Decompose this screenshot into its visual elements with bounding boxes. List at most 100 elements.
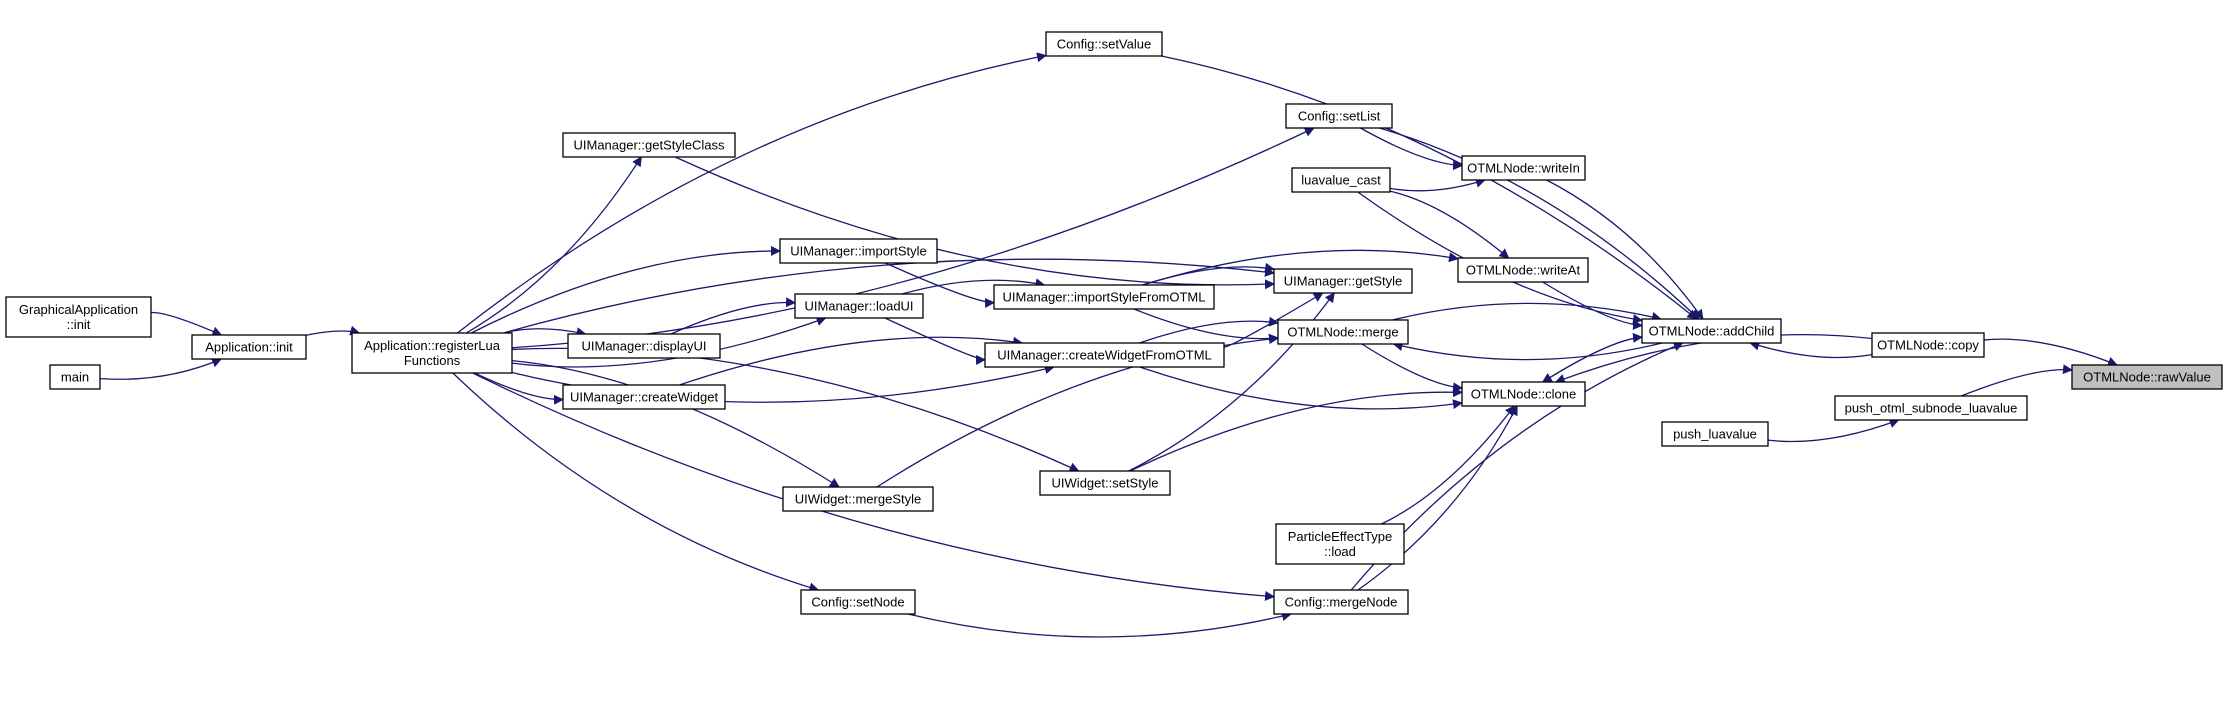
node-label: Functions	[404, 353, 461, 368]
node-label: UIWidget::mergeStyle	[795, 492, 921, 507]
node-box	[1273, 268, 1413, 294]
edge-register_lua-to-config_set_value	[457, 52, 1047, 334]
node-label: OTMLNode::copy	[1877, 338, 1979, 353]
edge-app_init-to-register_lua	[305, 325, 361, 336]
node-ui-import-style-from-otml[interactable]: UIManager::importStyleFromOTML	[993, 284, 1215, 310]
edge-otml_write_in-to-otml_add_child	[1546, 179, 1704, 320]
edge-register_lua-to-ui_get_style_class	[465, 156, 642, 334]
node-label: UIWidget::setStyle	[1052, 476, 1159, 491]
node-label: OTMLNode::writeIn	[1467, 161, 1580, 176]
node-box	[1641, 318, 1782, 344]
node-ui-get-style-class[interactable]: UIManager::getStyleClass	[562, 132, 736, 158]
node-config-set-list[interactable]: Config::setList	[1285, 103, 1393, 129]
node-box	[984, 342, 1225, 368]
edge-otml_write_at-to-otml_add_child	[1542, 281, 1643, 330]
node-uiw-merge-style[interactable]: UIWidget::mergeStyle	[782, 486, 934, 512]
node-box	[1045, 31, 1163, 57]
node-ui-get-style[interactable]: UIManager::getStyle	[1273, 268, 1413, 294]
node-label: push_luavalue	[1673, 427, 1757, 442]
edge-config_set_node-to-config_merge_node	[907, 611, 1292, 638]
node-label: ParticleEffectType	[1288, 529, 1393, 544]
node-ui-display-ui[interactable]: UIManager::displayUI	[567, 333, 721, 359]
node-config-set-node[interactable]: Config::setNode	[800, 589, 916, 615]
node-box	[1457, 257, 1589, 283]
node-ui-load-ui[interactable]: UIManager::loadUI	[794, 293, 924, 319]
edge-register_lua-to-ui_get_style	[503, 258, 1275, 334]
edge-register_lua-to-config_set_node	[452, 372, 820, 593]
edge-otml_copy-to-otml_add_child	[1749, 340, 1873, 359]
node-label: push_otml_subnode_luavalue	[1845, 401, 2018, 416]
node-config-set-value[interactable]: Config::setValue	[1045, 31, 1163, 57]
node-box	[794, 293, 924, 319]
node-label: Config::mergeNode	[1285, 595, 1398, 610]
node-push-luavalue[interactable]: push_luavalue	[1661, 421, 1769, 447]
node-label: UIManager::displayUI	[582, 339, 707, 354]
node-particle-load[interactable]: ParticleEffectType::load	[1275, 523, 1405, 565]
node-label: OTMLNode::clone	[1471, 387, 1577, 402]
node-label: UIManager::getStyleClass	[573, 138, 725, 153]
node-box	[49, 364, 101, 390]
node-otml-clone[interactable]: OTMLNode::clone	[1461, 381, 1586, 407]
node-otml-write-at[interactable]: OTMLNode::writeAt	[1457, 257, 1589, 283]
node-box	[2071, 364, 2223, 390]
node-label: UIManager::loadUI	[804, 299, 913, 314]
edge-ui_create_widget_from_otml-to-otml_clone	[1139, 366, 1463, 410]
node-luavalue-cast[interactable]: luavalue_cast	[1291, 167, 1391, 193]
edge-push_luavalue-to-push_otml_subnode	[1767, 418, 1900, 443]
node-label: UIManager::createWidgetFromOTML	[997, 348, 1212, 363]
edge-ui_import_style_from_otml-to-otml_write_at	[1142, 249, 1459, 286]
node-label: ::init	[67, 317, 91, 332]
edge-register_lua-to-ui_create_widget	[474, 372, 564, 405]
edge-ui_get_style_class-to-ui_get_style	[674, 156, 1275, 290]
node-ui-create-widget-from-otml[interactable]: UIManager::createWidgetFromOTML	[984, 342, 1225, 368]
edge-luavalue_cast-to-otml_add_child	[1357, 191, 1643, 324]
node-config-merge-node[interactable]: Config::mergeNode	[1273, 589, 1409, 615]
edge-config_set_list-to-otml_add_child	[1379, 127, 1700, 320]
node-main[interactable]: main	[49, 364, 101, 390]
edge-register_lua-to-ui_import_style	[471, 245, 781, 334]
node-otml-copy[interactable]: OTMLNode::copy	[1871, 332, 1985, 358]
edge-ui_import_style_from_otml-to-otml_merge	[1133, 308, 1279, 344]
node-ui-import-style[interactable]: UIManager::importStyle	[779, 238, 938, 264]
node-push-otml-subnode[interactable]: push_otml_subnode_luavalue	[1834, 395, 2028, 421]
edge-otml_merge-to-otml_clone	[1361, 343, 1463, 393]
edge-ui_create_widget-to-ui_create_widget_from_otml	[679, 336, 1024, 386]
edge-ui_load_ui-to-ui_import_style_from_otml	[901, 278, 1046, 295]
edge-push_otml_subnode-to-otml_raw_value	[1960, 364, 2073, 397]
edge-otml_add_child-to-otml_merge	[1392, 341, 1663, 361]
node-otml-raw-value[interactable]: OTMLNode::rawValue	[2071, 364, 2223, 390]
node-box	[1871, 332, 1985, 358]
node-label: UIManager::createWidget	[570, 390, 719, 405]
edge-otml_copy-to-otml_raw_value	[1983, 338, 2118, 367]
node-box	[779, 238, 938, 264]
node-otml-merge[interactable]: OTMLNode::merge	[1277, 319, 1409, 345]
node-uiw-set-style[interactable]: UIWidget::setStyle	[1039, 470, 1171, 496]
node-app-init[interactable]: Application::init	[191, 334, 307, 360]
node-box	[562, 132, 736, 158]
node-label: OTMLNode::writeAt	[1466, 263, 1581, 278]
node-label: Application::registerLua	[364, 338, 501, 353]
edge-register_lua-to-ui_load_ui	[511, 316, 827, 368]
node-label: luavalue_cast	[1301, 173, 1381, 188]
edge-uiw_set_style-to-otml_clone	[1129, 387, 1463, 472]
node-box	[1039, 470, 1171, 496]
node-label: OTMLNode::addChild	[1649, 324, 1775, 339]
node-graphical-init[interactable]: GraphicalApplication::init	[5, 296, 152, 338]
node-label: OTMLNode::merge	[1287, 325, 1398, 340]
edge-ui_import_style-to-ui_import_style_from_otml	[885, 262, 995, 308]
edge-register_lua-to-config_merge_node	[472, 372, 1275, 601]
node-box	[1277, 319, 1409, 345]
edge-ui_create_widget_from_otml-to-otml_merge	[1139, 316, 1279, 344]
node-label: Application::init	[205, 340, 293, 355]
edge-otml_clone-to-otml_add_child	[1542, 332, 1643, 383]
node-box	[351, 332, 513, 374]
node-otml-write-in[interactable]: OTMLNode::writeIn	[1461, 155, 1586, 181]
edge-otml_merge-to-otml_add_child	[1392, 302, 1662, 322]
node-otml-add-child[interactable]: OTMLNode::addChild	[1641, 318, 1782, 344]
node-ui-create-widget[interactable]: UIManager::createWidget	[562, 384, 726, 410]
node-box	[191, 334, 307, 360]
node-box	[1661, 421, 1769, 447]
node-box	[1275, 523, 1405, 565]
